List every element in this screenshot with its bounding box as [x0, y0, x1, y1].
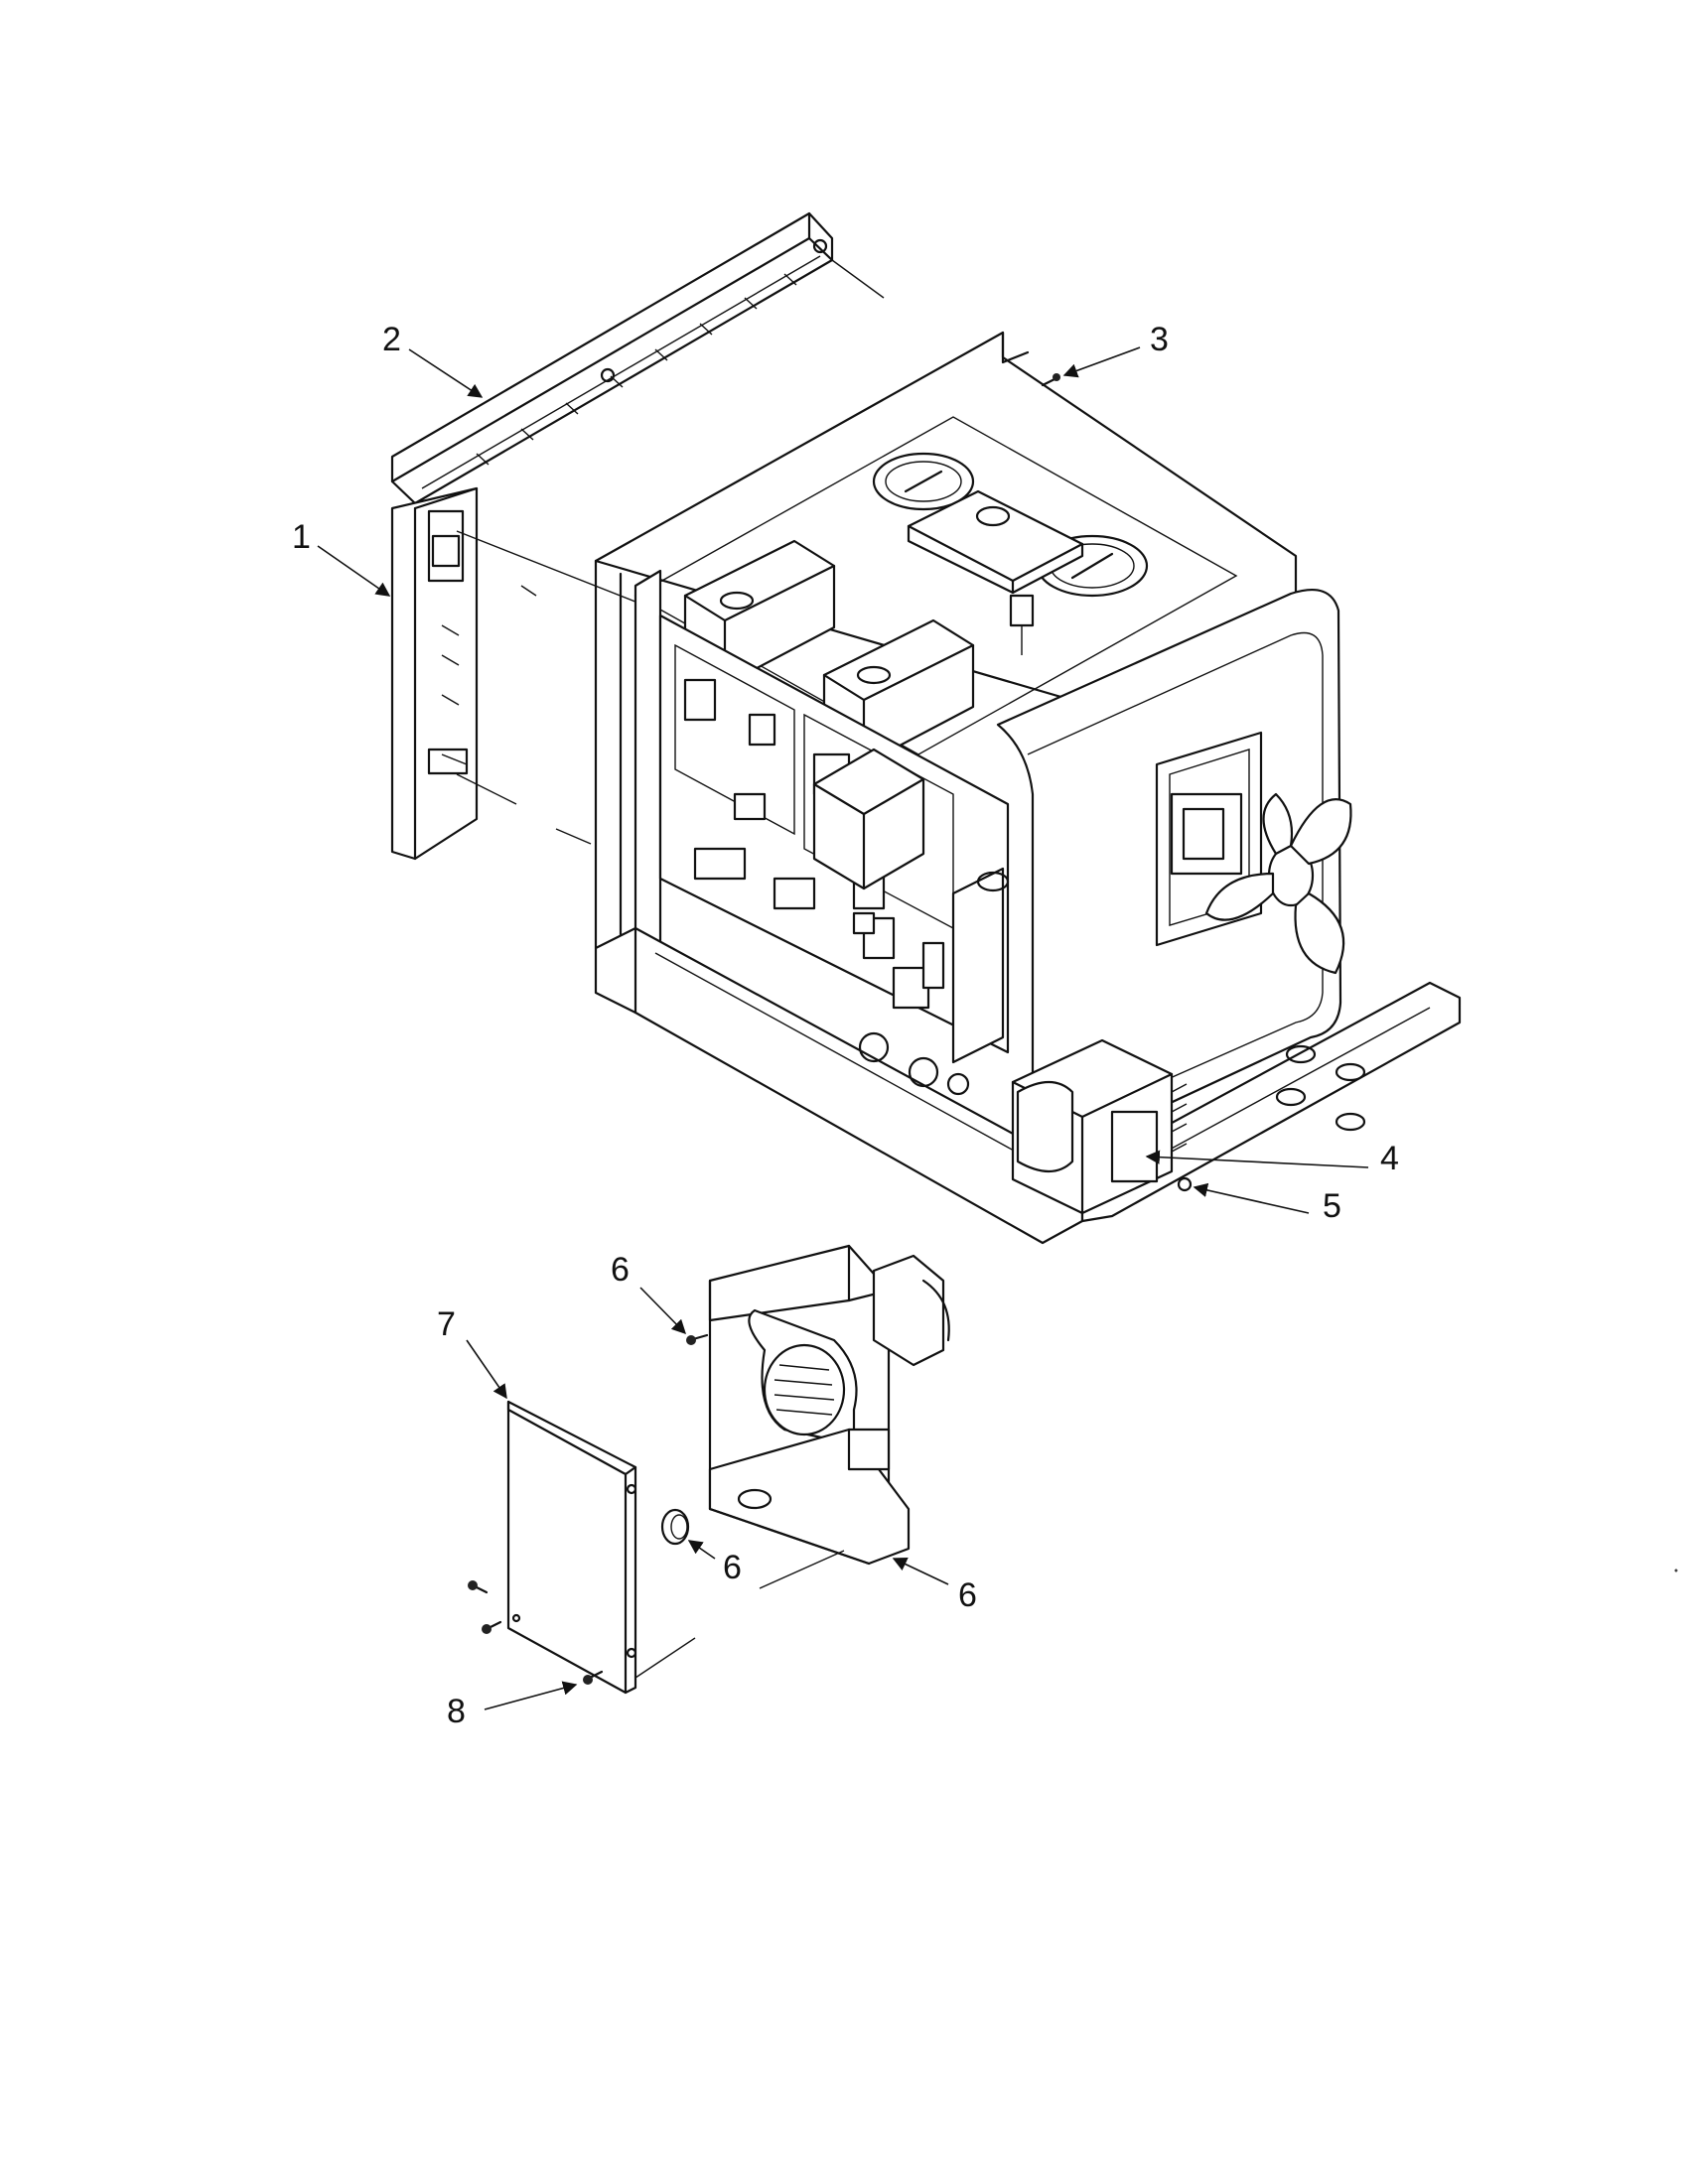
- callout-4: 4: [1145, 1140, 1399, 1177]
- base-tray: [594, 926, 1462, 1245]
- cover-plate-part: [506, 1400, 696, 1695]
- control-panel: [633, 569, 1010, 1064]
- page-mark: [1674, 1569, 1678, 1572]
- callout-label: 3: [1150, 321, 1169, 358]
- callout-8: 8: [447, 1681, 578, 1730]
- cabinet-assembly: [594, 331, 1462, 1245]
- alignment-lines: [456, 259, 885, 845]
- callout-label: 4: [1380, 1140, 1399, 1177]
- callout-2: 2: [382, 321, 484, 398]
- callout-label: 1: [292, 518, 311, 556]
- screw-part-3: [1041, 373, 1060, 387]
- callout-7: 7: [437, 1305, 507, 1400]
- callout-label: 5: [1323, 1187, 1341, 1225]
- callout-6-right: 6: [892, 1558, 977, 1614]
- blower-screw-top: [686, 1333, 709, 1345]
- callout-label: 6: [723, 1549, 742, 1586]
- top-trim-part: [390, 211, 834, 505]
- stirrer-gear-left: [872, 452, 975, 511]
- callout-label: 2: [382, 321, 401, 358]
- callout-label: 7: [437, 1305, 456, 1343]
- side-trim-part: [390, 486, 479, 861]
- blower-assembly: [708, 1244, 950, 1566]
- blower-grommet: [660, 1508, 690, 1546]
- screw-part-5: [1177, 1176, 1193, 1192]
- callout-1: 1: [292, 518, 391, 597]
- callout-6-middle: 6: [687, 1540, 845, 1589]
- cooling-fan: [1204, 792, 1352, 975]
- transformer-part: [1011, 1038, 1188, 1215]
- callout-5: 5: [1193, 1182, 1341, 1225]
- callout-6-top: 6: [611, 1251, 687, 1335]
- callout-label: 8: [447, 1693, 466, 1730]
- callout-3: 3: [1062, 321, 1169, 378]
- callout-label: 6: [611, 1251, 630, 1289]
- screw-part-8: [468, 1580, 604, 1685]
- callout-label: 6: [958, 1576, 977, 1614]
